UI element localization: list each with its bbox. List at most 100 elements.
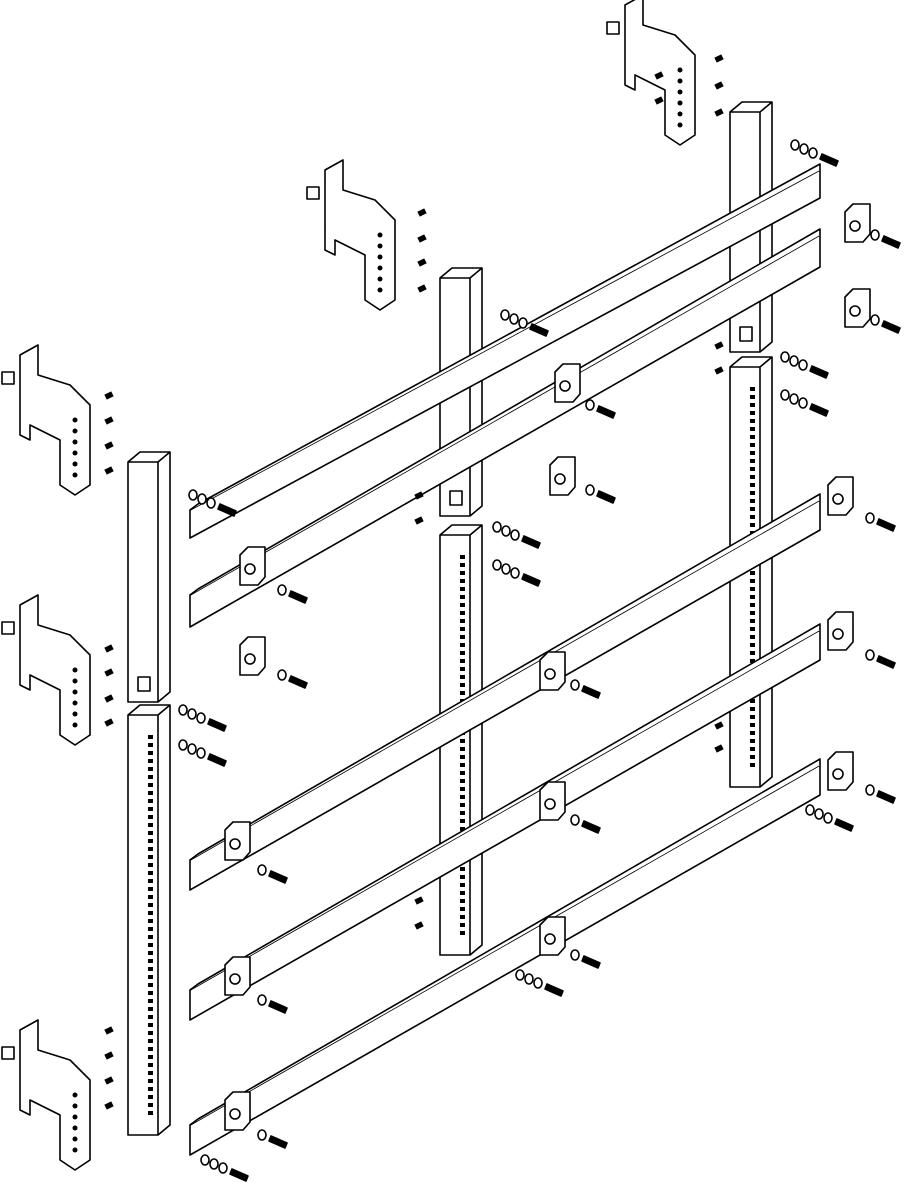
post-segment	[128, 452, 170, 702]
washer	[790, 394, 798, 404]
perforation-hole	[460, 803, 465, 807]
nut-block	[2, 622, 14, 634]
washer	[502, 564, 510, 574]
clamp	[555, 364, 580, 402]
bracket-hole	[72, 689, 78, 695]
perforation-hole	[148, 1103, 153, 1107]
perforation-hole	[148, 1031, 153, 1035]
washer	[189, 490, 197, 500]
post-slot	[138, 677, 150, 691]
washer	[493, 522, 501, 532]
perforation-hole	[148, 895, 153, 899]
bracket-hole	[72, 1147, 78, 1153]
perforation-hole	[750, 627, 755, 631]
rail	[190, 624, 820, 1020]
small-screw	[715, 109, 723, 116]
bracket-hole	[677, 111, 683, 117]
bracket-hole	[72, 450, 78, 456]
screw-body	[545, 984, 563, 996]
perforation-hole	[750, 395, 755, 399]
screw-body	[522, 574, 540, 586]
screw-assembly	[516, 970, 563, 996]
perforation-hole	[148, 751, 153, 755]
perforation-hole	[148, 1095, 153, 1099]
small-screw	[715, 745, 723, 752]
perforation-hole	[148, 1015, 153, 1019]
perforation-hole	[460, 739, 465, 743]
washer	[866, 513, 874, 523]
bracket-hole	[377, 232, 383, 238]
screw-body	[877, 791, 895, 803]
perforation-hole	[750, 739, 755, 743]
small-screw	[418, 235, 426, 242]
horizontal-rails	[190, 164, 820, 1155]
screw-body	[835, 819, 853, 831]
clamp-hole	[545, 669, 555, 679]
perforation-hole	[750, 595, 755, 599]
perforation-hole	[148, 967, 153, 971]
screw-body	[810, 366, 828, 378]
perforation-hole	[148, 879, 153, 883]
perforation-hole	[460, 619, 465, 623]
washer	[571, 815, 579, 825]
bracket-hole	[72, 1136, 78, 1142]
perforation-hole	[148, 935, 153, 939]
screw-assembly	[871, 315, 900, 333]
post-slot	[450, 491, 462, 505]
perforation-hole	[460, 555, 465, 559]
perforation-hole	[148, 959, 153, 963]
screw-assembly	[866, 650, 895, 668]
perforation-hole	[460, 771, 465, 775]
clamp-hole	[230, 839, 240, 849]
perforation-hole	[750, 451, 755, 455]
washer	[781, 390, 789, 400]
clamp-hole	[560, 381, 570, 391]
perforation-hole	[750, 403, 755, 407]
bracket-hole	[72, 472, 78, 478]
washer	[188, 744, 196, 754]
washer	[501, 310, 509, 320]
screw-body	[530, 324, 548, 336]
bracket-hole	[72, 711, 78, 717]
perforation-hole	[460, 691, 465, 695]
perforation-hole	[460, 899, 465, 903]
small-screw	[415, 897, 423, 904]
screw-body	[582, 686, 600, 698]
perforation-hole	[750, 427, 755, 431]
perforation-hole	[460, 891, 465, 895]
post-body	[128, 452, 170, 702]
screw-assembly	[571, 815, 600, 833]
perforation-hole	[460, 819, 465, 823]
screw-assembly	[586, 485, 615, 503]
nut-block	[607, 22, 619, 34]
bracket-hole	[72, 667, 78, 673]
perforation-hole	[148, 1007, 153, 1011]
clamp	[828, 752, 853, 790]
perforation-hole	[148, 1047, 153, 1051]
bracket-hole	[72, 428, 78, 434]
screw-body	[820, 154, 838, 166]
clamp	[540, 652, 565, 690]
perforation-hole	[750, 475, 755, 479]
washer	[219, 1163, 227, 1173]
perforation-hole	[148, 743, 153, 747]
perforation-hole	[148, 1055, 153, 1059]
perforation-hole	[148, 831, 153, 835]
post-segment	[128, 705, 170, 1135]
washer	[258, 995, 266, 1005]
screw-assembly	[258, 995, 287, 1013]
washer	[278, 585, 286, 595]
screw-assembly	[791, 140, 838, 166]
bracket	[607, 0, 695, 145]
perforation-hole	[460, 827, 465, 831]
screw-body	[289, 676, 307, 688]
screw-assembly	[866, 513, 895, 531]
perforation-hole	[460, 811, 465, 815]
screw-assembly	[189, 490, 236, 516]
small-screw	[105, 645, 113, 652]
perforation-hole	[460, 915, 465, 919]
clamp-hole	[833, 769, 843, 779]
clamp-hole	[850, 306, 860, 316]
screw-body	[882, 321, 900, 333]
screw-body	[810, 404, 828, 416]
